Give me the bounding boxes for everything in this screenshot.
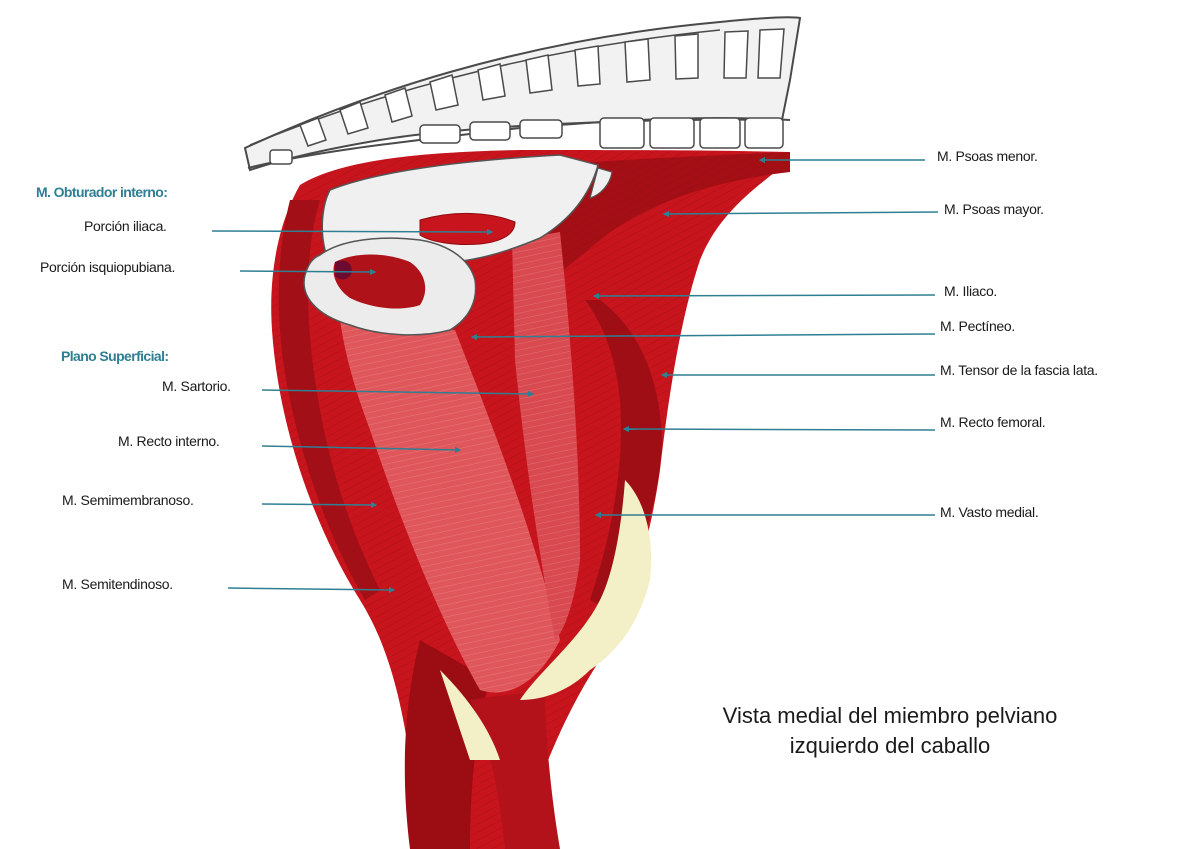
label-sartorio: M. Sartorio. xyxy=(162,378,231,394)
pelvis-bone xyxy=(303,154,613,336)
tendons xyxy=(440,480,652,760)
superficial-muscles xyxy=(340,232,580,693)
label-semimembranoso: M. Semimembranoso. xyxy=(62,492,194,508)
vertebral-column xyxy=(243,16,802,172)
label-tensor-fascia-lata: M. Tensor de la fascia lata. xyxy=(940,362,1098,378)
caption-line-2: izquierdo del caballo xyxy=(789,733,991,758)
label-recto-femoral: M. Recto femoral. xyxy=(940,414,1046,430)
leader-lines xyxy=(211,156,939,594)
label-porcion-iliaca: Porción iliaca. xyxy=(84,218,167,234)
label-pectineo: M. Pectíneo. xyxy=(940,318,1015,334)
label-psoas-menor: M. Psoas menor. xyxy=(937,148,1038,164)
caption-line-1: Vista medial del miembro pelviano xyxy=(722,703,1058,728)
label-iliaco: M. Iliaco. xyxy=(944,283,998,299)
heading-plano-superficial: Plano Superficial: xyxy=(61,348,169,364)
heading-obturador: M. Obturador interno: xyxy=(36,184,168,200)
label-vasto-medial: M. Vasto medial. xyxy=(940,504,1039,520)
label-porcion-isquiopubiana: Porción isquiopubiana. xyxy=(40,259,176,275)
label-semitendinoso: M. Semitendinoso. xyxy=(62,576,173,592)
label-psoas-mayor: M. Psoas mayor. xyxy=(944,201,1044,217)
label-recto-interno: M. Recto interno. xyxy=(118,433,220,449)
